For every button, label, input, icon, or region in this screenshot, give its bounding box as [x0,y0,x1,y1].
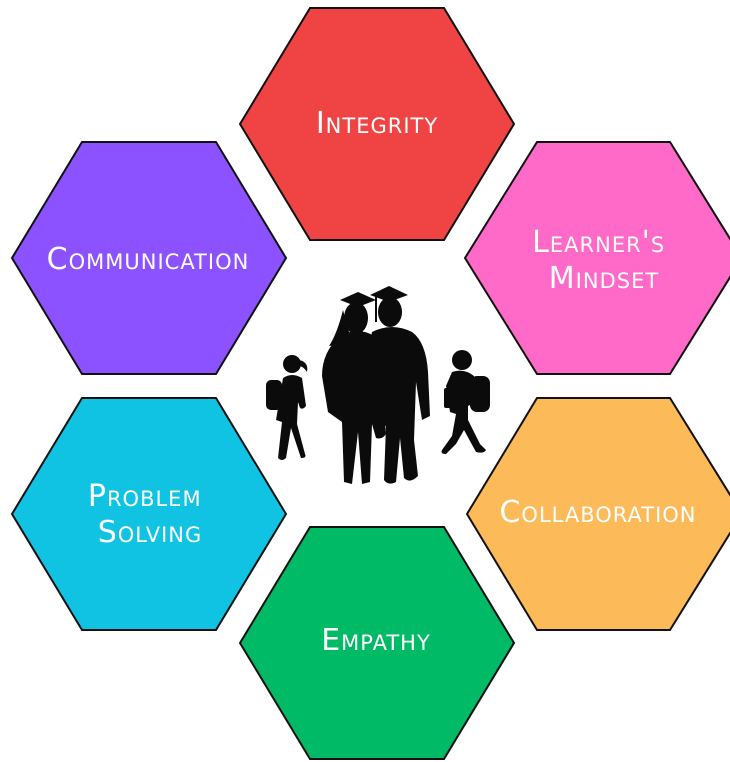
hexagon-learners-mindset: Learner's Mindset [463,141,730,375]
hexagon-communication: Communication [10,141,288,375]
hexagon-integrity-shape [238,7,516,241]
hexagon-integrity: Integrity [238,7,516,241]
hexagon-empathy-label: Empathy [321,623,431,658]
hexagon-learners-mindset-label: Learner's Mindset [532,225,676,296]
boy-student-figure [441,350,490,454]
hexagon-communication-label: Communication [47,242,250,277]
hexagon-collaboration-shape [465,397,730,631]
hexagon-empathy: Empathy [238,526,516,760]
hexagon-empathy-shape [238,526,516,760]
hexagon-problem-solving: Problem Solving [10,397,288,631]
girl-student-figure [266,355,308,460]
hexagon-collaboration-label: Collaboration [499,495,696,530]
graduate-man-figure [370,286,430,484]
hexagon-collaboration: Collaboration [465,397,730,631]
hexagon-problem-solving-label: Problem Solving [88,479,212,550]
graduates-and-students-silhouette-icon [266,286,490,484]
hexagon-problem-solving-shape [10,397,288,631]
hexagon-integrity-label: Integrity [316,106,438,141]
graduate-woman-figure [322,292,386,484]
hexagon-learners-mindset-shape [463,141,730,375]
hexagon-communication-shape [10,141,288,375]
